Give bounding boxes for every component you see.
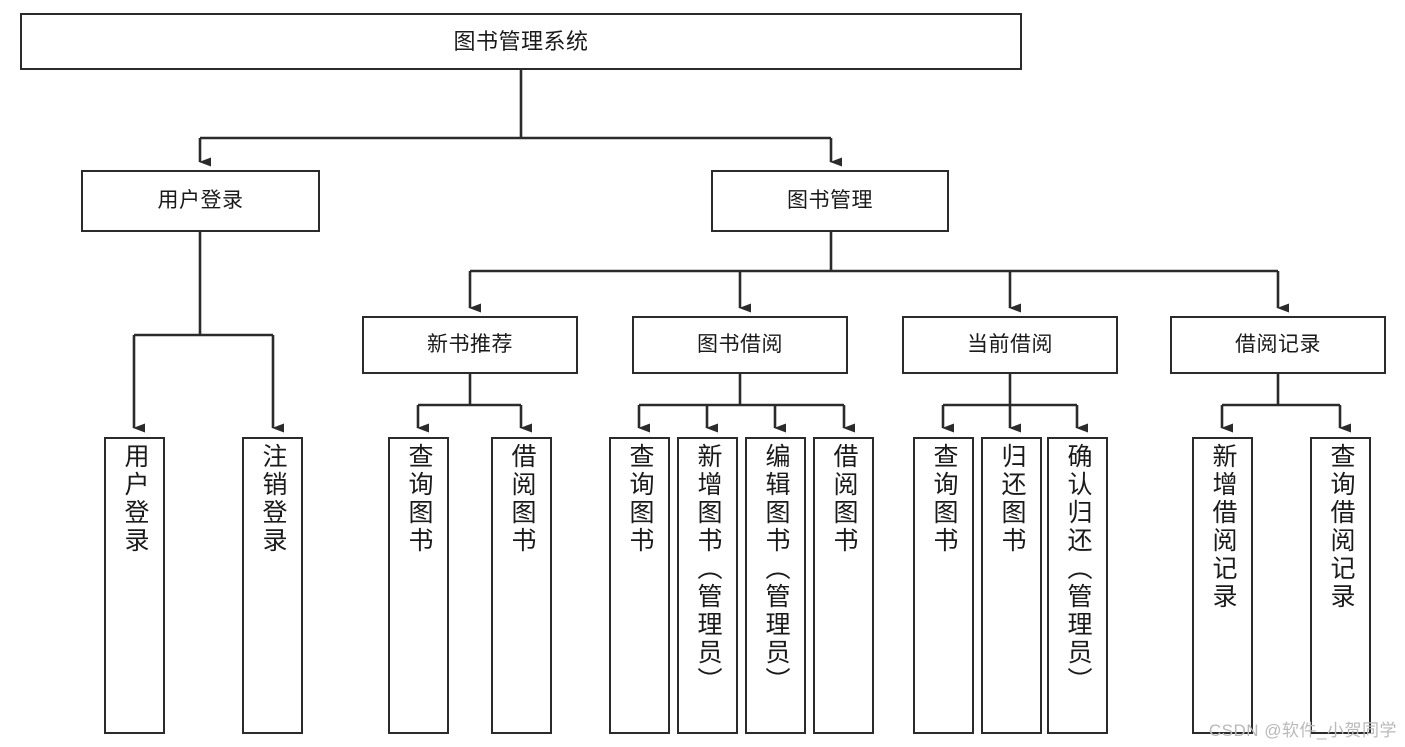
node-label: 新增借阅记录 [1209, 443, 1237, 611]
node-label: 新书推荐 [427, 332, 513, 356]
leaf-borrow-add-book-admin[interactable]: 新增图书（管理员） [677, 437, 738, 734]
node-user-login[interactable]: 用户登录 [81, 170, 320, 232]
node-label: 图书管理 [787, 188, 873, 212]
node-new-book-recommend[interactable]: 新书推荐 [362, 316, 578, 374]
node-label: 借阅记录 [1235, 332, 1321, 356]
leaf-recommend-borrow-book[interactable]: 借阅图书 [491, 437, 552, 734]
node-label: 图书借阅 [697, 332, 783, 356]
leaf-user-login[interactable]: 用户登录 [104, 437, 165, 734]
node-label: 借阅图书 [830, 443, 858, 555]
node-book-borrow[interactable]: 图书借阅 [632, 316, 848, 374]
node-label: 查询图书 [405, 443, 433, 555]
leaf-record-add-borrow-record[interactable]: 新增借阅记录 [1192, 437, 1253, 734]
node-label: 查询图书 [626, 443, 654, 555]
node-label: 归还图书 [998, 443, 1026, 555]
leaf-current-return-book[interactable]: 归还图书 [981, 437, 1042, 734]
node-label: 注销登录 [259, 443, 287, 555]
node-label: 用户登录 [157, 188, 244, 212]
leaf-user-logout[interactable]: 注销登录 [242, 437, 303, 734]
node-label: 图书管理系统 [453, 28, 589, 54]
node-label: 新增图书（管理员） [694, 443, 722, 695]
node-label: 当前借阅 [967, 332, 1053, 356]
leaf-recommend-query-book[interactable]: 查询图书 [388, 437, 449, 734]
node-label: 查询图书 [930, 443, 958, 555]
leaf-current-confirm-return-admin[interactable]: 确认归还（管理员） [1047, 437, 1108, 734]
leaf-borrow-edit-book-admin[interactable]: 编辑图书（管理员） [745, 437, 806, 734]
leaf-record-query-borrow-record[interactable]: 查询借阅记录 [1310, 437, 1371, 734]
node-label: 查询借阅记录 [1327, 443, 1355, 611]
node-label: 确认归还（管理员） [1064, 443, 1092, 695]
node-current-borrow[interactable]: 当前借阅 [902, 316, 1118, 374]
leaf-current-query-book[interactable]: 查询图书 [913, 437, 974, 734]
node-label: 编辑图书（管理员） [762, 443, 790, 695]
leaf-borrow-query-book[interactable]: 查询图书 [609, 437, 670, 734]
node-book-management[interactable]: 图书管理 [711, 170, 949, 232]
node-borrow-record[interactable]: 借阅记录 [1170, 316, 1386, 374]
watermark: CSDN @软件_小贺同学 [1208, 721, 1397, 740]
node-label: 用户登录 [121, 443, 149, 555]
leaf-borrow-borrow-book[interactable]: 借阅图书 [813, 437, 874, 734]
node-root-system[interactable]: 图书管理系统 [20, 13, 1022, 70]
node-label: 借阅图书 [508, 443, 536, 555]
